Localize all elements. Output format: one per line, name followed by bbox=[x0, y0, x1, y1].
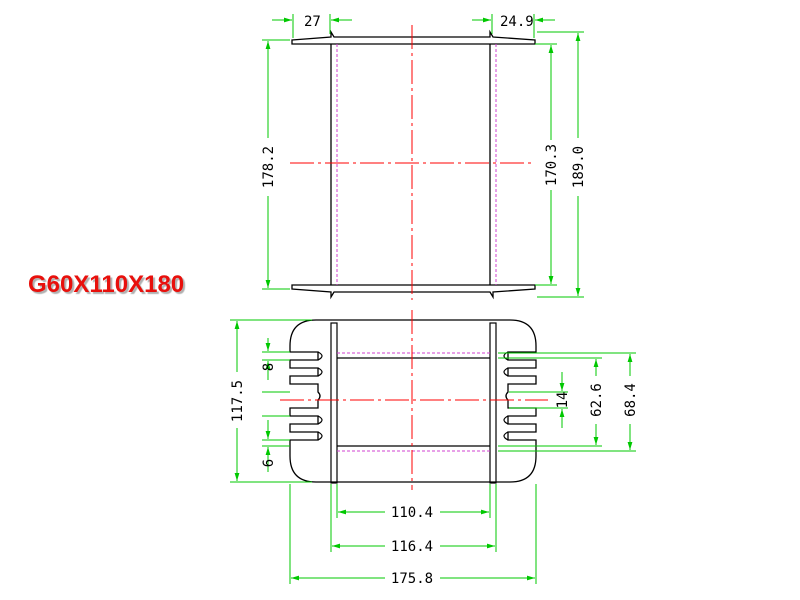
plan-view-dimensions bbox=[230, 319, 636, 584]
front-view bbox=[290, 25, 536, 300]
dim-outer-slot: 68.4 bbox=[623, 383, 639, 417]
left-wall-section bbox=[330, 322, 338, 484]
dim-top-left-flange: 27 bbox=[304, 14, 321, 30]
dim-mid-width: 116.4 bbox=[391, 539, 433, 555]
dim-slot-width: 8 bbox=[261, 363, 277, 371]
top-flange bbox=[291, 29, 536, 45]
front-view-dimensions bbox=[262, 14, 584, 298]
right-wall-section bbox=[489, 322, 497, 484]
dim-inner-width: 110.4 bbox=[391, 505, 433, 521]
model-title: G60X110X180 bbox=[28, 271, 185, 298]
dim-left-height: 178.2 bbox=[261, 146, 277, 188]
bottom-flange bbox=[291, 284, 536, 300]
dim-window-height: 62.6 bbox=[589, 383, 605, 417]
dim-inner-height: 170.3 bbox=[544, 144, 560, 186]
body-outline bbox=[289, 319, 537, 483]
plan-view bbox=[280, 310, 548, 490]
dim-body-height: 117.5 bbox=[230, 380, 246, 422]
dim-inner-slot: 14 bbox=[555, 392, 571, 409]
dim-top-right-flange: 24.9 bbox=[500, 14, 534, 30]
dim-slot-bottom: 6 bbox=[261, 459, 277, 467]
dim-outer-height: 189.0 bbox=[571, 146, 587, 188]
dim-overall-width: 175.8 bbox=[391, 571, 433, 587]
